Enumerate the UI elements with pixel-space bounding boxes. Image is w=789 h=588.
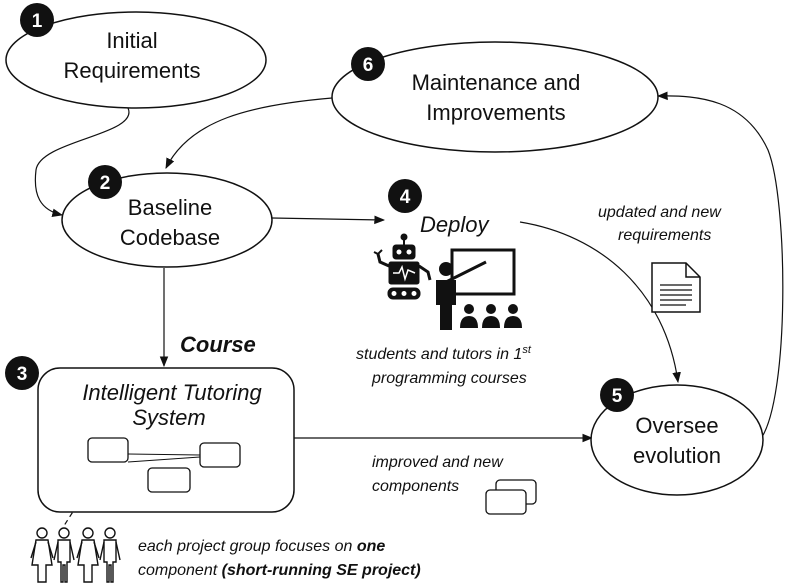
node-its-line2: System xyxy=(132,405,205,430)
badge-6-number: 6 xyxy=(363,55,374,76)
arrow-deploy-to-oversee xyxy=(519,221,681,384)
deploy-label: Deploy xyxy=(420,212,490,237)
students-annotation-line1: students and tutors in 1st xyxy=(356,344,532,363)
audience-icon xyxy=(460,304,522,328)
node-baseline-line1: Baseline xyxy=(128,195,212,220)
badge-3-number: 3 xyxy=(17,364,28,385)
badge-2: 2 xyxy=(88,165,122,199)
arrow-requirements-to-baseline xyxy=(34,107,130,218)
node-baseline-line2: Codebase xyxy=(120,225,220,250)
badge-1-number: 1 xyxy=(32,11,43,32)
robot-icon xyxy=(373,233,432,300)
badge-2-number: 2 xyxy=(100,173,111,194)
badge-1: 1 xyxy=(20,3,54,37)
updated-requirements-line2: requirements xyxy=(618,227,711,244)
course-label: Course xyxy=(180,332,256,357)
node-maintenance: Maintenance and Improvements xyxy=(331,41,659,153)
node-baseline-codebase: Baseline Codebase xyxy=(61,172,273,268)
document-icon xyxy=(651,262,701,313)
node-oversee-line2: evolution xyxy=(633,443,721,468)
node-initial-requirements-line2: Requirements xyxy=(64,58,201,83)
badge-4: 4 xyxy=(388,179,422,213)
improved-components-line2: components xyxy=(372,478,459,495)
badge-3: 3 xyxy=(5,356,39,390)
badge-5: 5 xyxy=(600,378,634,412)
teacher-icon xyxy=(436,248,516,330)
component-box xyxy=(87,437,129,463)
node-oversee-line1: Oversee xyxy=(635,413,718,438)
arrow-oversee-to-maintenance xyxy=(656,91,784,441)
node-initial-requirements-line1: Initial xyxy=(106,28,157,53)
components-icon xyxy=(485,479,537,515)
component-box xyxy=(199,442,241,468)
badge-6: 6 xyxy=(351,47,385,81)
component-box xyxy=(147,467,191,493)
node-its-line1: Intelligent Tutoring xyxy=(82,380,262,405)
arrow-baseline-to-deploy xyxy=(271,215,386,225)
badge-5-number: 5 xyxy=(612,386,623,407)
group-annotation-line1: each project group focuses on one xyxy=(138,538,385,555)
node-oversee-evolution: Oversee evolution xyxy=(590,384,764,496)
improved-components-line1: improved and new xyxy=(372,454,504,471)
students-group-icon xyxy=(30,527,121,583)
group-annotation-line2: component (short-running SE project) xyxy=(138,562,421,579)
node-initial-requirements: Initial Requirements xyxy=(5,11,267,109)
node-intelligent-tutoring-system: Intelligent Tutoring System xyxy=(37,367,295,513)
updated-requirements-line1: updated and new xyxy=(598,204,722,221)
node-maintenance-line1: Maintenance and xyxy=(412,70,581,95)
students-annotation-line2: programming courses xyxy=(371,370,527,387)
badge-4-number: 4 xyxy=(400,187,411,208)
component-graph xyxy=(87,437,241,493)
node-maintenance-line2: Improvements xyxy=(426,100,565,125)
arrow-maintenance-to-baseline xyxy=(165,97,333,169)
